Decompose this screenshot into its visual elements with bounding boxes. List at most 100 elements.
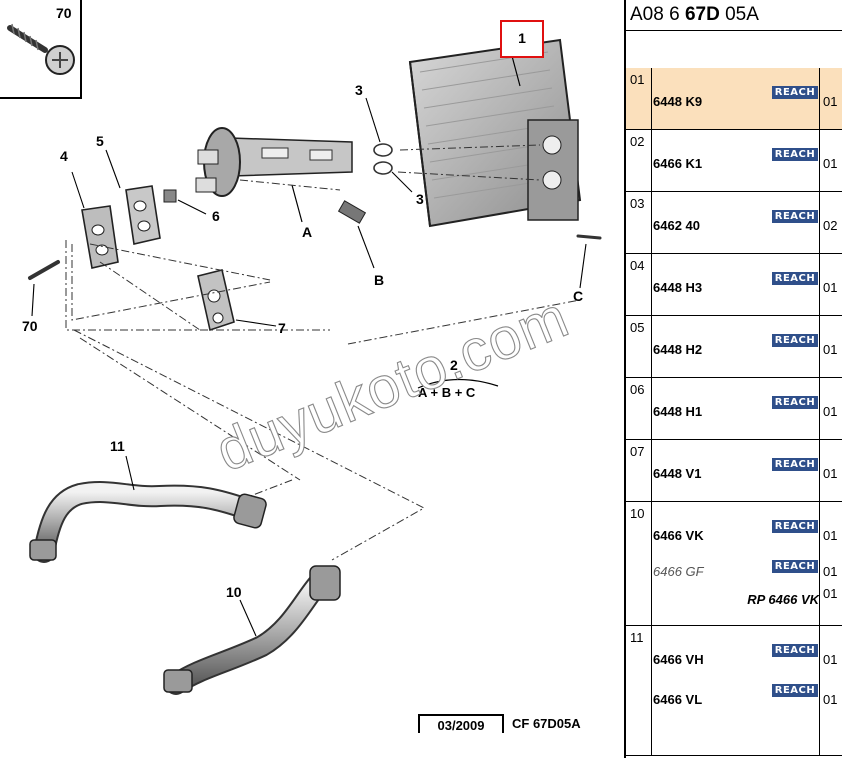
callout-1: 1 <box>518 30 526 46</box>
quantity: 01 <box>823 652 838 667</box>
reference-code: CF 67D05A <box>512 716 581 731</box>
part-number[interactable]: 6466 GF <box>653 564 704 579</box>
table-row[interactable]: 01 6448 K9 REACH 01 <box>626 68 842 130</box>
gaskets <box>71 149 207 269</box>
part-number[interactable]: 6466 K1 <box>653 156 703 171</box>
column-divider <box>819 626 820 755</box>
column-divider <box>819 130 820 191</box>
row-index: 04 <box>630 258 645 273</box>
row-index: 11 <box>630 630 644 645</box>
column-divider <box>651 316 652 377</box>
callout-70[interactable]: 70 <box>22 318 38 334</box>
column-divider <box>651 130 652 191</box>
reach-badge: REACH <box>772 684 818 697</box>
reach-badge: REACH <box>772 148 818 161</box>
quantity: 01 <box>823 404 838 419</box>
callout-5[interactable]: 5 <box>96 133 104 149</box>
row-index: 02 <box>630 134 645 149</box>
hose-lower <box>163 565 341 695</box>
bleed-valve <box>337 200 375 269</box>
column-divider <box>651 254 652 315</box>
part-1-highlight[interactable]: 1 <box>500 20 544 58</box>
part-number[interactable]: 6466 VK <box>653 528 704 543</box>
callout-B[interactable]: B <box>374 272 385 288</box>
column-divider <box>819 68 820 129</box>
table-row[interactable]: 03 6462 40 REACH 02 <box>626 192 842 254</box>
screw-icon-box: 70 <box>0 0 82 99</box>
pipe-assembly <box>195 127 353 223</box>
reach-badge: REACH <box>772 334 818 347</box>
part-number[interactable]: 6462 40 <box>653 218 700 233</box>
hose-upper <box>29 455 267 563</box>
column-divider <box>651 68 652 129</box>
column-divider <box>651 192 652 253</box>
row-index: 03 <box>630 196 645 211</box>
part-number[interactable]: 6466 VH <box>653 652 704 667</box>
column-divider <box>819 502 820 625</box>
quantity: 01 <box>823 280 838 295</box>
column-divider <box>819 316 820 377</box>
part-number[interactable]: 6448 H1 <box>653 404 703 419</box>
row-index: 06 <box>630 382 645 397</box>
column-divider <box>819 254 820 315</box>
table-row[interactable]: 04 6448 H3 REACH 01 <box>626 254 842 316</box>
parts-diagram: 70 1 3 3 4 5 6 A B C 70 7 2 A + B + C 11… <box>0 0 602 733</box>
part-number[interactable]: 6448 H3 <box>653 280 703 295</box>
part-number[interactable]: 6448 K9 <box>653 94 703 109</box>
table-header: A08 6 67D 05A <box>626 0 842 31</box>
table-row[interactable]: 05 6448 H2 REACH 01 <box>626 316 842 378</box>
screw-icon <box>7 23 75 75</box>
quantity: 01 <box>823 342 838 357</box>
row-index: 05 <box>630 320 645 335</box>
callout-4[interactable]: 4 <box>60 148 68 164</box>
callout-6[interactable]: 6 <box>212 208 220 224</box>
reach-badge: REACH <box>772 520 818 533</box>
assembly-lines <box>65 144 581 561</box>
quantity: 01 <box>823 692 838 707</box>
quantity: 02 <box>823 218 838 233</box>
bracket <box>197 269 277 332</box>
reach-badge: REACH <box>772 560 818 573</box>
column-divider <box>651 378 652 439</box>
part-number[interactable]: 6448 H2 <box>653 342 703 357</box>
callout-2[interactable]: 2 <box>450 357 458 373</box>
reach-badge: REACH <box>772 86 818 99</box>
callout-C[interactable]: C <box>573 288 584 304</box>
callout-10[interactable]: 10 <box>226 584 242 600</box>
part-number[interactable]: 6466 VL <box>653 692 703 707</box>
callout-7[interactable]: 7 <box>278 320 286 336</box>
ref-bold: 67D <box>684 4 720 25</box>
column-divider <box>819 378 820 439</box>
table-row[interactable]: 06 6448 H1 REACH 01 <box>626 378 842 440</box>
quantity: 01 <box>823 156 838 171</box>
replacement-part[interactable]: RP 6466 VK <box>747 592 819 607</box>
callout-11[interactable]: 11 <box>110 438 125 454</box>
callout-A[interactable]: A <box>302 224 313 240</box>
diagram-drawing <box>7 23 602 695</box>
date-box: 03/2009 <box>418 714 504 733</box>
table-subheader <box>626 30 842 69</box>
row-index: 07 <box>630 444 645 459</box>
callout-3-lower[interactable]: 3 <box>416 191 424 207</box>
table-row[interactable]: 02 6466 K1 REACH 01 <box>626 130 842 192</box>
reach-badge: REACH <box>772 272 818 285</box>
reference-title: A08 6 67D 05A <box>630 4 759 26</box>
reach-badge: REACH <box>772 396 818 409</box>
column-divider <box>651 502 652 625</box>
formula-curve <box>417 378 499 389</box>
callout-3-upper[interactable]: 3 <box>355 82 363 98</box>
row-index: 01 <box>630 72 645 87</box>
small-screws <box>28 234 602 317</box>
column-divider <box>819 440 820 501</box>
callout-70-top: 70 <box>56 5 72 21</box>
row-index: 10 <box>630 506 645 521</box>
reach-badge: REACH <box>772 210 818 223</box>
reach-badge: REACH <box>772 458 818 471</box>
quantity: 01 <box>823 528 838 543</box>
part-number[interactable]: 6448 V1 <box>653 466 702 481</box>
quantity: 01 <box>823 94 838 109</box>
quantity: 01 <box>823 586 838 601</box>
table-row[interactable]: 10 6466 VK REACH 01 6466 GF REACH 01 RP 6466 VK… <box>626 502 842 626</box>
